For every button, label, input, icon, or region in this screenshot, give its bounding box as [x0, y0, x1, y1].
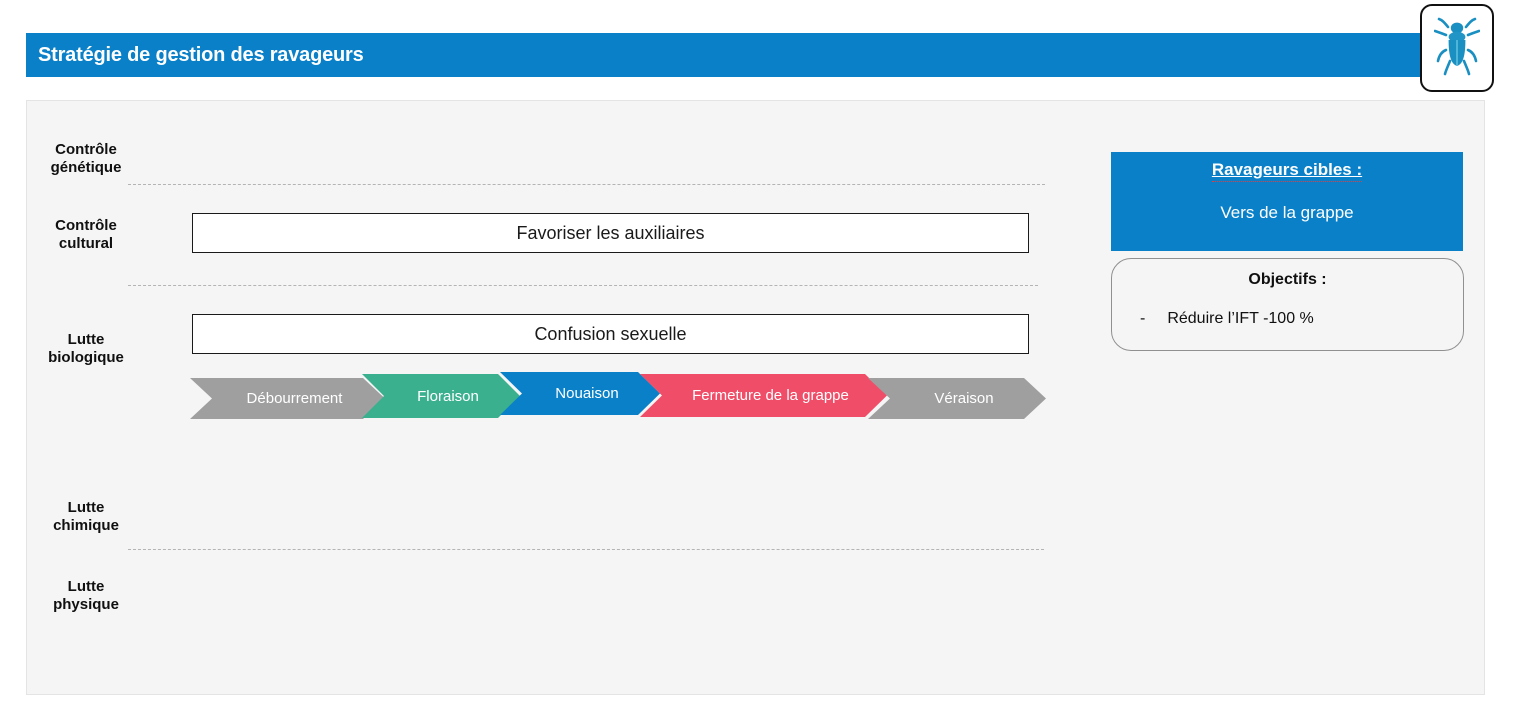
phenology-timeline: Débourrement Floraison Nouaison Fermeture d… [190, 368, 1060, 426]
row-divider [128, 549, 1044, 550]
target-pests-value: Vers de la grappe [1220, 203, 1354, 222]
header-bar: Stratégie de gestion des ravageurs [26, 33, 1485, 77]
action-box-label: Favoriser les auxiliaires [516, 222, 705, 243]
row-divider [128, 285, 1038, 286]
timeline-stage-label: Débourrement [246, 390, 343, 407]
timeline-stage-5[interactable]: Véraison [868, 378, 1046, 419]
timeline-stage-label: Nouaison [555, 385, 619, 402]
objectives-item: - Réduire l’IFT -100 % [1112, 310, 1463, 328]
target-pests-panel: Ravageurs cibles : Vers de la grappe [1111, 152, 1463, 251]
action-box-confusion-sexuelle[interactable]: Confusion sexuelle [192, 314, 1029, 354]
row-label-lutte-biologique: Lutte biologique [48, 331, 124, 367]
timeline-stage-1[interactable]: Débourrement [190, 378, 385, 419]
bullet-dash: - [1140, 310, 1146, 327]
timeline-stage-3[interactable]: Nouaison [500, 372, 660, 415]
timeline-stage-label: Véraison [934, 390, 994, 407]
action-box-favoriser-les-auxiliaires[interactable]: Favoriser les auxiliaires [192, 213, 1029, 253]
row-label-controle-genetique: Contrôle génétique [50, 141, 122, 177]
logo-frame [1420, 4, 1494, 92]
timeline-stage-label: Fermeture de la grappe [692, 387, 849, 404]
row-divider [128, 184, 1045, 185]
row-label-controle-cultural: Contrôle cultural [55, 217, 117, 253]
objectives-item-label: Réduire l’IFT -100 % [1167, 310, 1314, 327]
objectives-title: Objectifs : [1248, 271, 1327, 288]
timeline-stage-4[interactable]: Fermeture de la grappe [640, 374, 887, 417]
beetle-icon [1433, 16, 1481, 81]
action-box-label: Confusion sexuelle [534, 323, 687, 344]
target-pests-title: Ravageurs cibles : [1211, 160, 1363, 182]
timeline-stage-2[interactable]: Floraison [362, 374, 520, 418]
objectives-panel: Objectifs : - Réduire l’IFT -100 % [1111, 258, 1464, 351]
timeline-stage-label: Floraison [417, 387, 479, 405]
row-label-lutte-chimique: Lutte chimique [53, 499, 119, 535]
page-title: Stratégie de gestion des ravageurs [38, 43, 364, 66]
row-label-lutte-physique: Lutte physique [53, 578, 119, 614]
